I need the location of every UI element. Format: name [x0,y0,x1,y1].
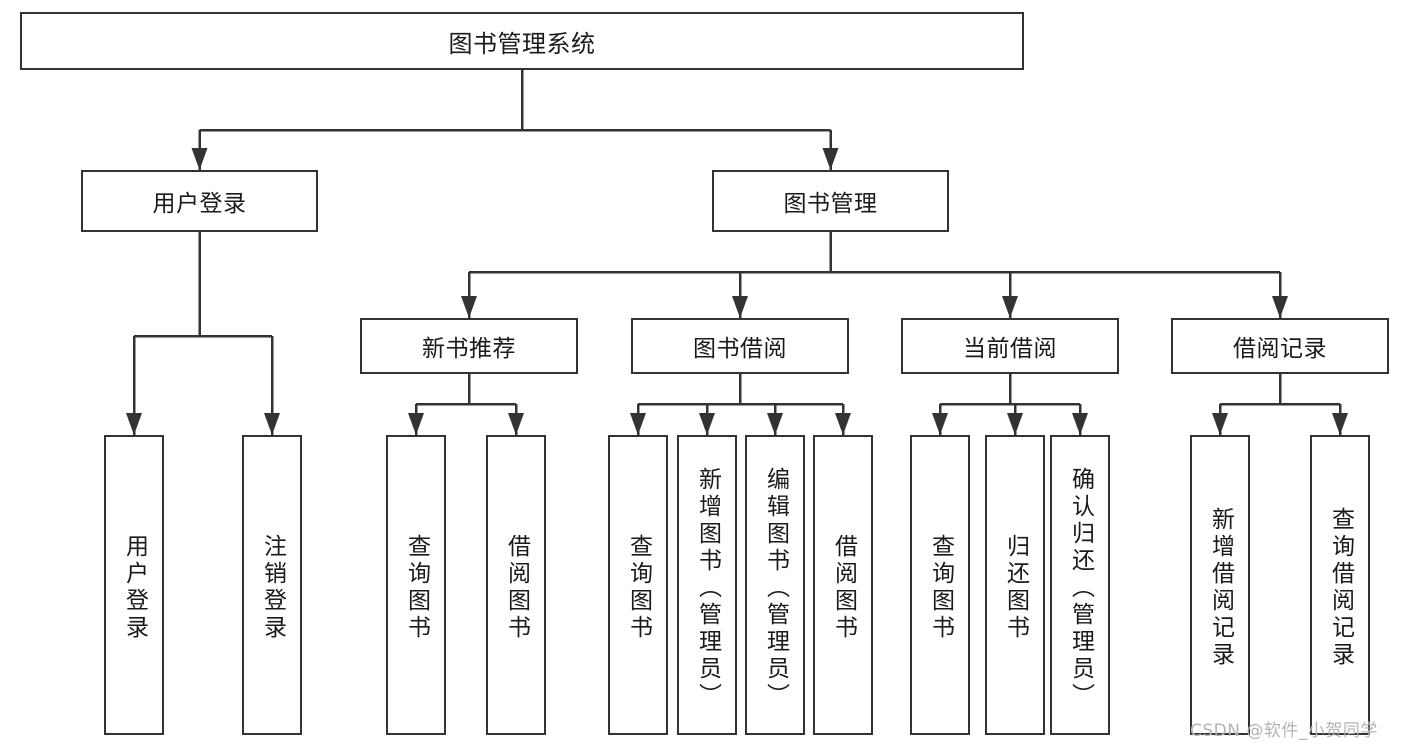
arrowhead [732,296,748,318]
node-leaf-cur-1[interactable]: 查询图书 [910,435,970,735]
node-leaf-login-1[interactable]: 用户登录 [104,435,164,735]
node-records[interactable]: 借阅记录 [1171,318,1389,374]
arrowhead [1272,296,1288,318]
node-label: 查询借阅记录 [1327,507,1354,669]
arrowhead [264,413,280,435]
node-label: 新增图书（管理员） [694,466,721,710]
node-label: 新增借阅记录 [1207,507,1234,669]
arrowhead [932,413,948,435]
arrowhead [699,413,715,435]
node-label: 图书借阅 [693,336,787,362]
node-borrow[interactable]: 图书借阅 [631,318,849,374]
arrowhead [408,413,424,435]
node-bookmgmt[interactable]: 图书管理 [712,170,949,232]
node-label: 注销登录 [259,534,286,642]
node-leaf-borrow-4[interactable]: 借阅图书 [813,435,873,735]
node-label: 新书推荐 [422,336,516,362]
node-newbook[interactable]: 新书推荐 [360,318,578,374]
node-leaf-new-2[interactable]: 借阅图书 [486,435,546,735]
arrowhead [1332,413,1348,435]
node-label: 查询图书 [403,534,430,642]
node-root[interactable]: 图书管理系统 [20,12,1024,70]
arrowhead [630,413,646,435]
arrowhead [767,413,783,435]
arrowhead [1072,413,1088,435]
node-login[interactable]: 用户登录 [81,170,318,232]
node-leaf-cur-3[interactable]: 确认归还（管理员） [1050,435,1110,735]
node-leaf-borrow-3[interactable]: 编辑图书（管理员） [745,435,805,735]
arrowhead [822,148,839,170]
node-label: 借阅图书 [503,534,530,642]
node-label: 用户登录 [152,191,247,217]
arrowhead [191,148,208,170]
node-leaf-borrow-2[interactable]: 新增图书（管理员） [677,435,737,735]
arrowhead [461,296,477,318]
node-current[interactable]: 当前借阅 [901,318,1119,374]
node-label: 图书管理系统 [448,29,596,58]
node-label: 归还图书 [1002,534,1029,642]
arrowhead [508,413,524,435]
node-label: 查询图书 [625,534,652,642]
node-label: 编辑图书（管理员） [762,466,789,710]
arrowhead [835,413,851,435]
node-label: 图书管理 [783,191,878,217]
node-leaf-rec-1[interactable]: 新增借阅记录 [1190,435,1250,735]
node-label: 确认归还（管理员） [1067,466,1094,710]
node-leaf-cur-2[interactable]: 归还图书 [985,435,1045,735]
node-label: 借阅图书 [830,534,857,642]
node-leaf-borrow-1[interactable]: 查询图书 [608,435,668,735]
node-leaf-rec-2[interactable]: 查询借阅记录 [1310,435,1370,735]
arrowhead [1007,413,1023,435]
node-label: 用户登录 [121,534,148,642]
node-label: 借阅记录 [1233,336,1327,362]
node-leaf-new-1[interactable]: 查询图书 [386,435,446,735]
arrowhead [1212,413,1228,435]
node-leaf-login-2[interactable]: 注销登录 [242,435,302,735]
node-label: 当前借阅 [963,336,1057,362]
arrowhead [126,413,142,435]
arrowhead [1002,296,1018,318]
node-label: 查询图书 [927,534,954,642]
